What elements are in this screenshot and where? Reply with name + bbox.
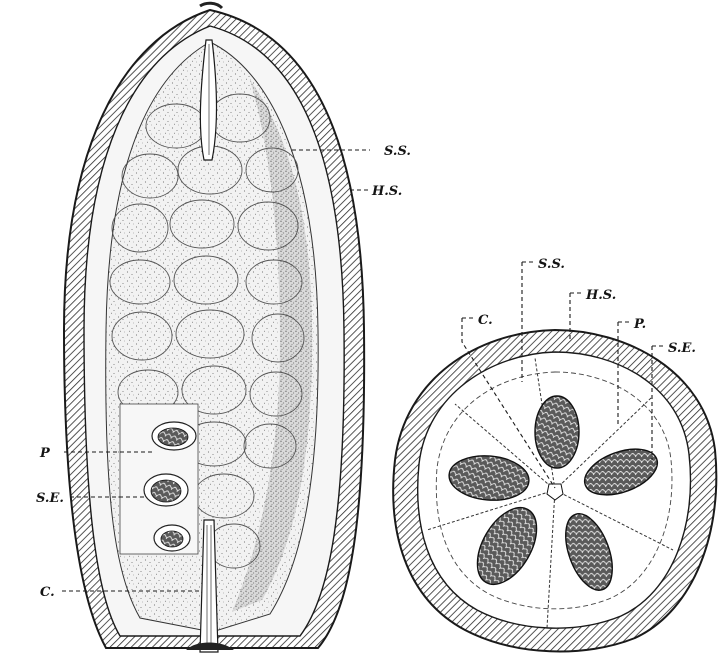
exposed-seeds [120,404,198,554]
label-ss-transverse: S.S. [538,257,565,272]
seed-top [535,396,579,468]
longitudinal-section [64,3,364,652]
label-p-longitudinal: P [39,446,51,461]
label-se-transverse: S.E. [668,341,696,356]
label-hs-longitudinal: H.S. [371,184,402,199]
label-p-transverse: P. [633,317,646,332]
label-c-longitudinal: C. [40,585,55,600]
label-ss-longitudinal: S.S. [384,144,411,159]
label-se-longitudinal: S.E. [36,491,64,506]
label-c-transverse: C. [478,313,493,328]
transverse-section [393,330,716,651]
label-hs-transverse: H.S. [585,288,616,303]
